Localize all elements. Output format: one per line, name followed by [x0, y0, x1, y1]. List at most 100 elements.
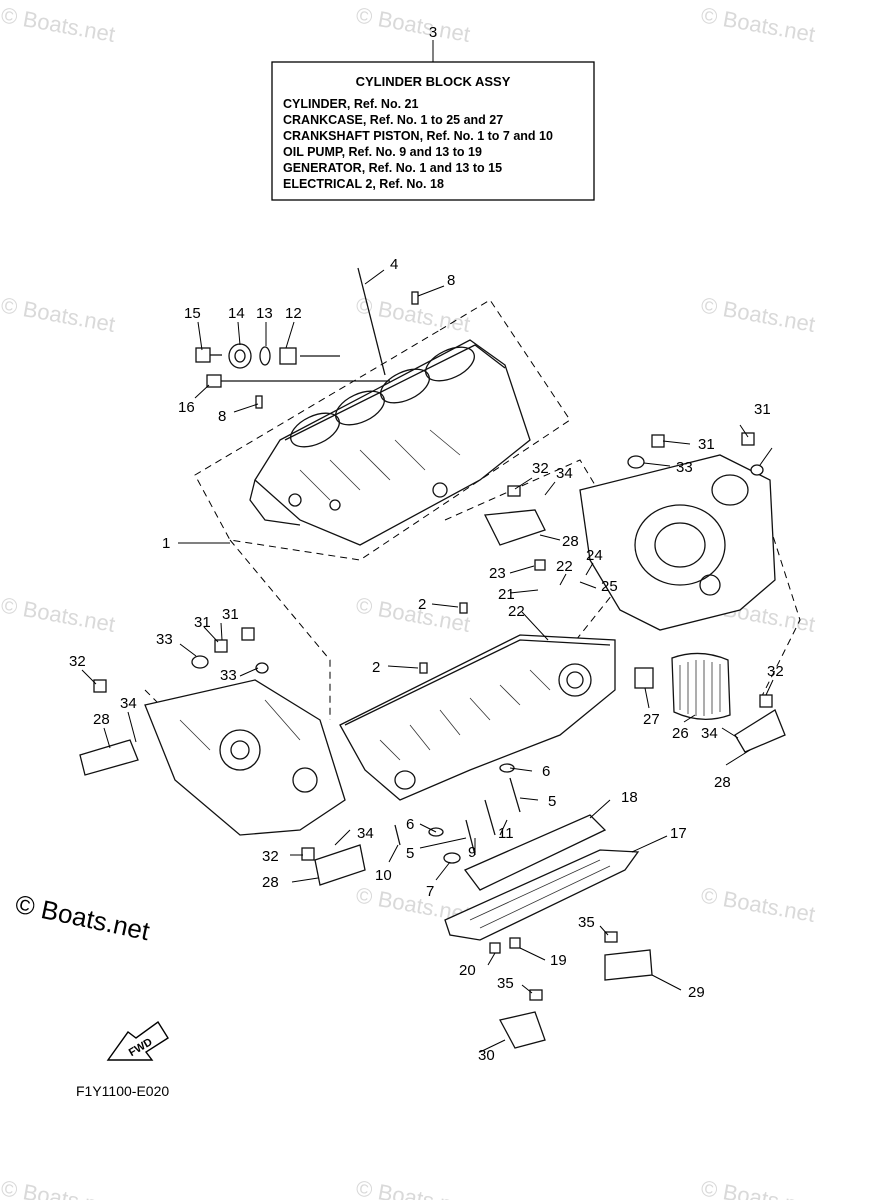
assembly-line: CRANKCASE, Ref. No. 1 to 25 and 27 — [283, 113, 503, 127]
callout-25: 25 — [601, 578, 618, 595]
crankcase-body — [339, 634, 616, 801]
crankcase — [339, 602, 616, 801]
assembly-line: CYLINDER, Ref. No. 21 — [283, 97, 418, 111]
callout-8: 8 — [447, 272, 455, 289]
screw — [604, 931, 618, 943]
bolt — [507, 485, 521, 497]
callout-5: 5 — [406, 845, 414, 862]
bolt — [489, 942, 501, 954]
callout-27: 27 — [643, 711, 660, 728]
gasket — [463, 814, 607, 891]
callout-5: 5 — [548, 793, 556, 810]
bracket — [604, 949, 653, 981]
washer — [750, 464, 764, 476]
bolt — [651, 434, 665, 448]
watermark: © Boats.net — [354, 2, 472, 47]
callout-19: 19 — [550, 952, 567, 969]
callout-35: 35 — [497, 975, 514, 992]
watermark: © Boats.net — [699, 882, 817, 927]
callout-12: 12 — [285, 305, 302, 322]
arrow-shape — [106, 1020, 169, 1061]
assembly-line: OIL PUMP, Ref. No. 9 and 13 to 19 — [283, 145, 482, 159]
oil-filter-mount — [558, 663, 592, 697]
callout-31: 31 — [222, 606, 239, 623]
callouts: 3 4 8 15 14 13 12 16 8 1 31 31 33 32 34 … — [69, 24, 784, 1064]
bolt — [301, 847, 315, 861]
callout-31: 31 — [698, 436, 715, 453]
callout-28: 28 — [93, 711, 110, 728]
callout-33: 33 — [156, 631, 173, 648]
callout-15: 15 — [184, 305, 201, 322]
assembly-box: CYLINDER BLOCK ASSY CYLINDER, Ref. No. 2… — [271, 40, 595, 201]
cylinder-group-outline — [194, 299, 571, 561]
assembly-title: CYLINDER BLOCK ASSY — [356, 74, 511, 89]
hose-clamp — [734, 709, 786, 753]
callout-23: 23 — [489, 565, 506, 582]
assembly-line: CRANKSHAFT PISTON, Ref. No. 1 to 7 and 1… — [283, 129, 553, 143]
callout-14: 14 — [228, 305, 245, 322]
screw — [529, 989, 543, 1001]
callout-21: 21 — [498, 586, 515, 603]
callout-33: 33 — [220, 667, 237, 684]
o-ring — [259, 346, 271, 366]
stud-and-pins — [255, 267, 419, 409]
brackets — [79, 432, 786, 1049]
forward-arrow: FWD — [106, 1020, 169, 1061]
callout-1: 1 — [162, 535, 170, 552]
bolt — [93, 679, 107, 693]
plug-assembly — [195, 343, 390, 388]
watermark: © Boats.net — [0, 2, 117, 47]
bolt-head — [195, 347, 211, 363]
callout-22: 22 — [556, 558, 573, 575]
bolt — [214, 639, 228, 653]
bolt — [741, 432, 755, 446]
figure-code: F1Y1100-E020 — [76, 1083, 169, 1099]
oil-strainer — [444, 849, 640, 941]
callout-26: 26 — [672, 725, 689, 742]
watermark: © Boats.net — [699, 1175, 817, 1200]
callout-16: 16 — [178, 399, 195, 416]
bolt — [241, 627, 255, 641]
callout-6: 6 — [542, 763, 550, 780]
oil-filter-group — [634, 652, 731, 720]
callout-3: 3 — [429, 24, 437, 41]
callout-4: 4 — [390, 256, 398, 273]
generator-cover-left — [144, 679, 346, 836]
callout-34: 34 — [357, 825, 374, 842]
callout-34: 34 — [556, 465, 573, 482]
callout-32: 32 — [767, 663, 784, 680]
callout-10: 10 — [375, 867, 392, 884]
callout-8: 8 — [218, 408, 226, 425]
assembly-line: ELECTRICAL 2, Ref. No. 18 — [283, 177, 444, 191]
dowel-pin — [419, 662, 428, 674]
oil-pan-group — [444, 814, 640, 941]
washer — [627, 455, 645, 469]
callout-29: 29 — [688, 984, 705, 1001]
watermark: © Boats.net — [354, 1175, 472, 1200]
callout-34: 34 — [701, 725, 718, 742]
watermark: © Boats.net — [0, 292, 117, 337]
hose-clamp — [483, 509, 546, 546]
callout-33: 33 — [676, 459, 693, 476]
callout-32: 32 — [262, 848, 279, 865]
bolt — [509, 937, 521, 949]
callout-34: 34 — [120, 695, 137, 712]
dowel-pin — [411, 291, 419, 305]
callout-32: 32 — [69, 653, 86, 670]
generator-cover-right — [579, 454, 776, 631]
outline-link — [229, 539, 331, 720]
assembly-frame — [271, 61, 595, 201]
callout-13: 13 — [256, 305, 273, 322]
callout-2: 2 — [372, 659, 380, 676]
union-bolt — [634, 667, 654, 689]
callout-31: 31 — [194, 614, 211, 631]
bracket — [499, 1011, 546, 1049]
watermark: © Boats.net — [699, 2, 817, 47]
bolt — [759, 694, 773, 708]
callout-28: 28 — [562, 533, 579, 550]
callout-11: 11 — [498, 825, 514, 842]
callout-18: 18 — [621, 789, 638, 806]
watermark: © Boats.net — [699, 292, 817, 337]
